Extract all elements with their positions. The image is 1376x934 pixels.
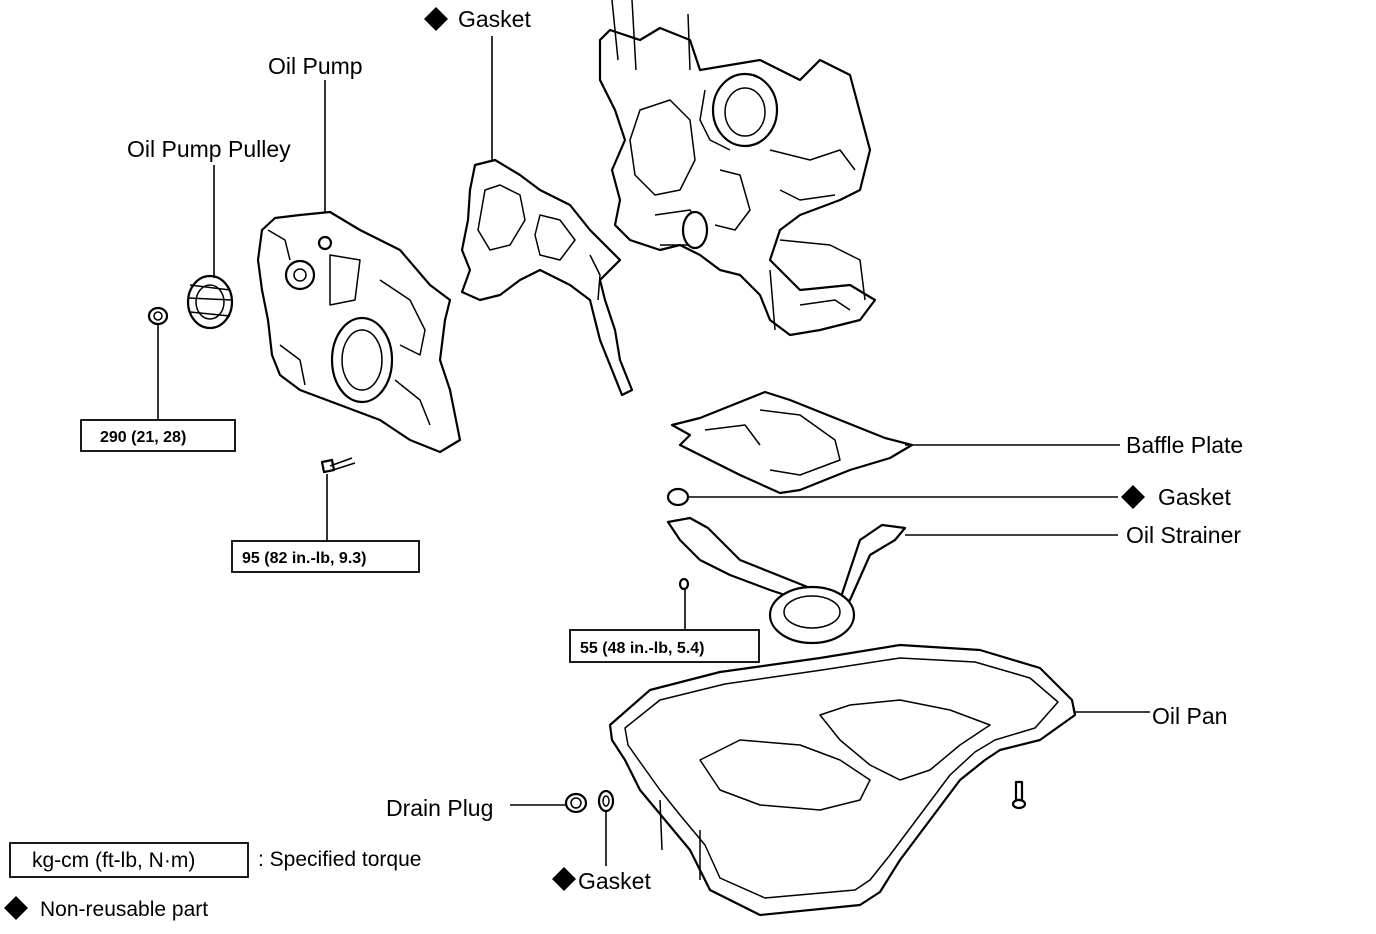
timing-cover-gasket-drawing [460, 158, 634, 397]
oil-pump-pulley-drawing [186, 274, 234, 330]
pulley-nut-drawing [147, 306, 169, 326]
oil-strainer-drawing [666, 516, 907, 645]
oil-pump-label: Oil Pump [268, 53, 363, 79]
black-diamond-icon [1121, 485, 1145, 509]
torque-box-pulley-nut: 290 (21, 28) [80, 419, 236, 452]
black-diamond-icon [424, 7, 448, 31]
gasket-strainer-label: Gasket [1158, 484, 1231, 510]
drain-plug-drawing [564, 792, 588, 814]
oil-pump-pulley-label: Oil Pump Pulley [127, 136, 291, 162]
drain-gasket-drawing [597, 789, 615, 813]
engine-block-drawing [598, 0, 877, 337]
oil-pump-drawing [256, 210, 462, 454]
legend-torque-units: kg-cm (ft-lb, N·m) [32, 849, 195, 872]
pump-bolt-drawing [320, 457, 356, 474]
black-diamond-icon [552, 867, 576, 891]
leader-lines [157, 36, 1150, 866]
oil-pan-label: Oil Pan [1152, 703, 1227, 729]
oil-strainer-label: Oil Strainer [1126, 522, 1241, 548]
gasket-top-label: Gasket [458, 6, 531, 32]
black-diamond-icon [4, 896, 28, 920]
legend-nonreusable: Non-reusable part [40, 898, 208, 921]
drain-plug-label: Drain Plug [386, 795, 493, 821]
torque-value: 290 (21, 28) [100, 429, 186, 446]
oil-pan-drawing [608, 643, 1077, 917]
legend-torque-desc: : Specified torque [258, 848, 421, 871]
baffle-plate-drawing [670, 390, 914, 495]
baffle-plate-label: Baffle Plate [1126, 432, 1243, 458]
legend: kg-cm (ft-lb, N·m) : Specified torque No… [9, 842, 421, 921]
torque-box-pump-bolt: 95 (82 in.-lb, 9.3) [231, 540, 420, 573]
pan-bolt-drawing [1011, 780, 1027, 810]
strainer-gasket-drawing [666, 487, 690, 507]
torque-box-strainer-bolt: 55 (48 in.-lb, 5.4) [569, 629, 760, 663]
torque-value: 95 (82 in.-lb, 9.3) [242, 550, 366, 567]
strainer-bolt-drawing [678, 577, 690, 591]
gasket-drain-label: Gasket [578, 868, 651, 894]
torque-value: 55 (48 in.-lb, 5.4) [580, 640, 704, 657]
